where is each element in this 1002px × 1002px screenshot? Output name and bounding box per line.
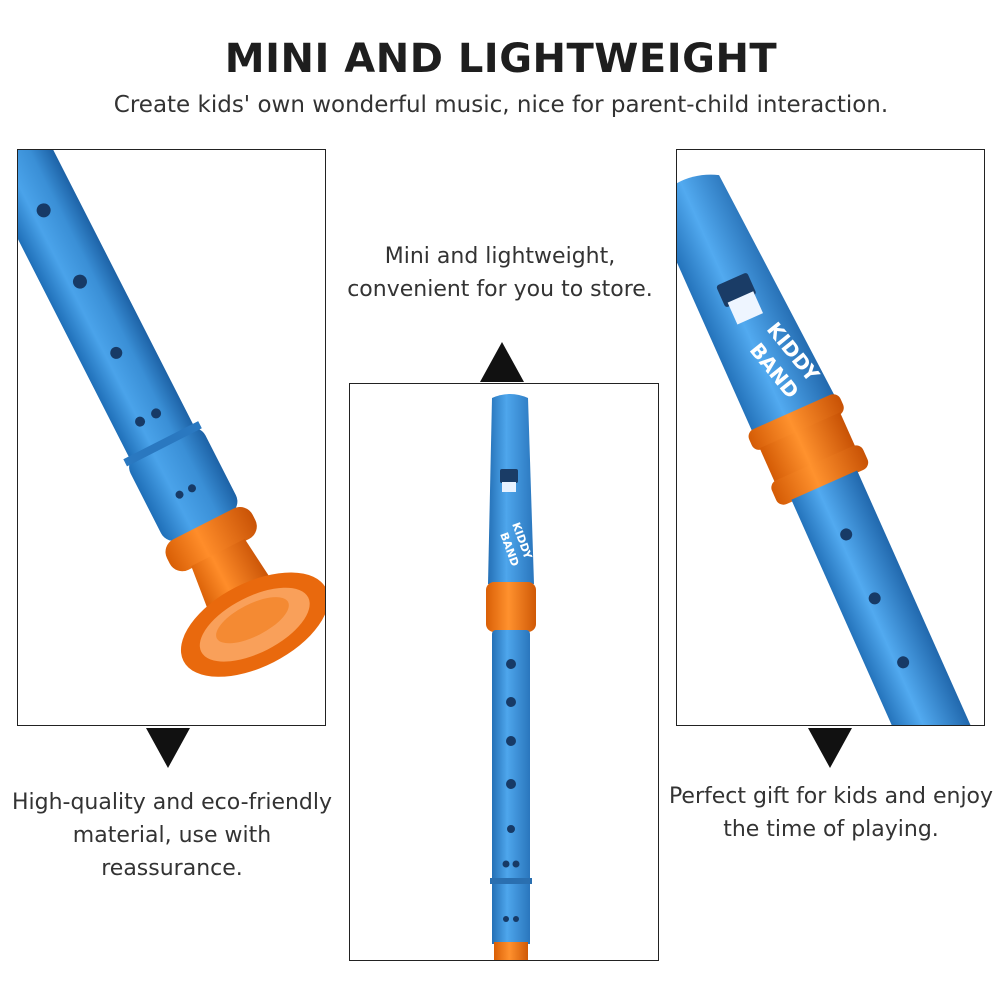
right-caption-line1: Perfect gift for kids and enjoy	[668, 784, 994, 809]
right-caption-line2: the time of playing.	[723, 817, 939, 842]
recorder-full-image: KIDDY BAND	[486, 394, 536, 960]
page-subtitle: Create kids' own wonderful music, nice f…	[113, 92, 889, 118]
right-down-arrow-icon	[808, 728, 852, 768]
page-title: MINI AND LIGHTWEIGHT	[224, 36, 778, 82]
mouthpiece-closeup-panel: KIDDY BAND	[676, 149, 985, 726]
right-caption: Perfect gift for kids and enjoy the time…	[660, 780, 1002, 846]
left-caption-line1: High-quality and eco-friendly	[11, 790, 333, 815]
center-up-arrow-icon	[480, 342, 524, 382]
bell-closeup-panel	[17, 149, 326, 726]
full-recorder-panel: KIDDY BAND	[349, 383, 659, 961]
center-caption: Mini and lightweight, convenient for you…	[330, 240, 670, 306]
center-caption-line2: convenient for you to store.	[347, 277, 653, 302]
recorder-mouthpiece-image: KIDDY BAND	[677, 174, 984, 725]
left-caption: High-quality and eco-friendly material, …	[0, 786, 344, 885]
left-caption-line2: material, use with reassurance.	[72, 823, 272, 881]
center-caption-line1: Mini and lightweight,	[384, 244, 616, 269]
left-down-arrow-icon	[146, 728, 190, 768]
recorder-bell-image	[18, 150, 325, 677]
